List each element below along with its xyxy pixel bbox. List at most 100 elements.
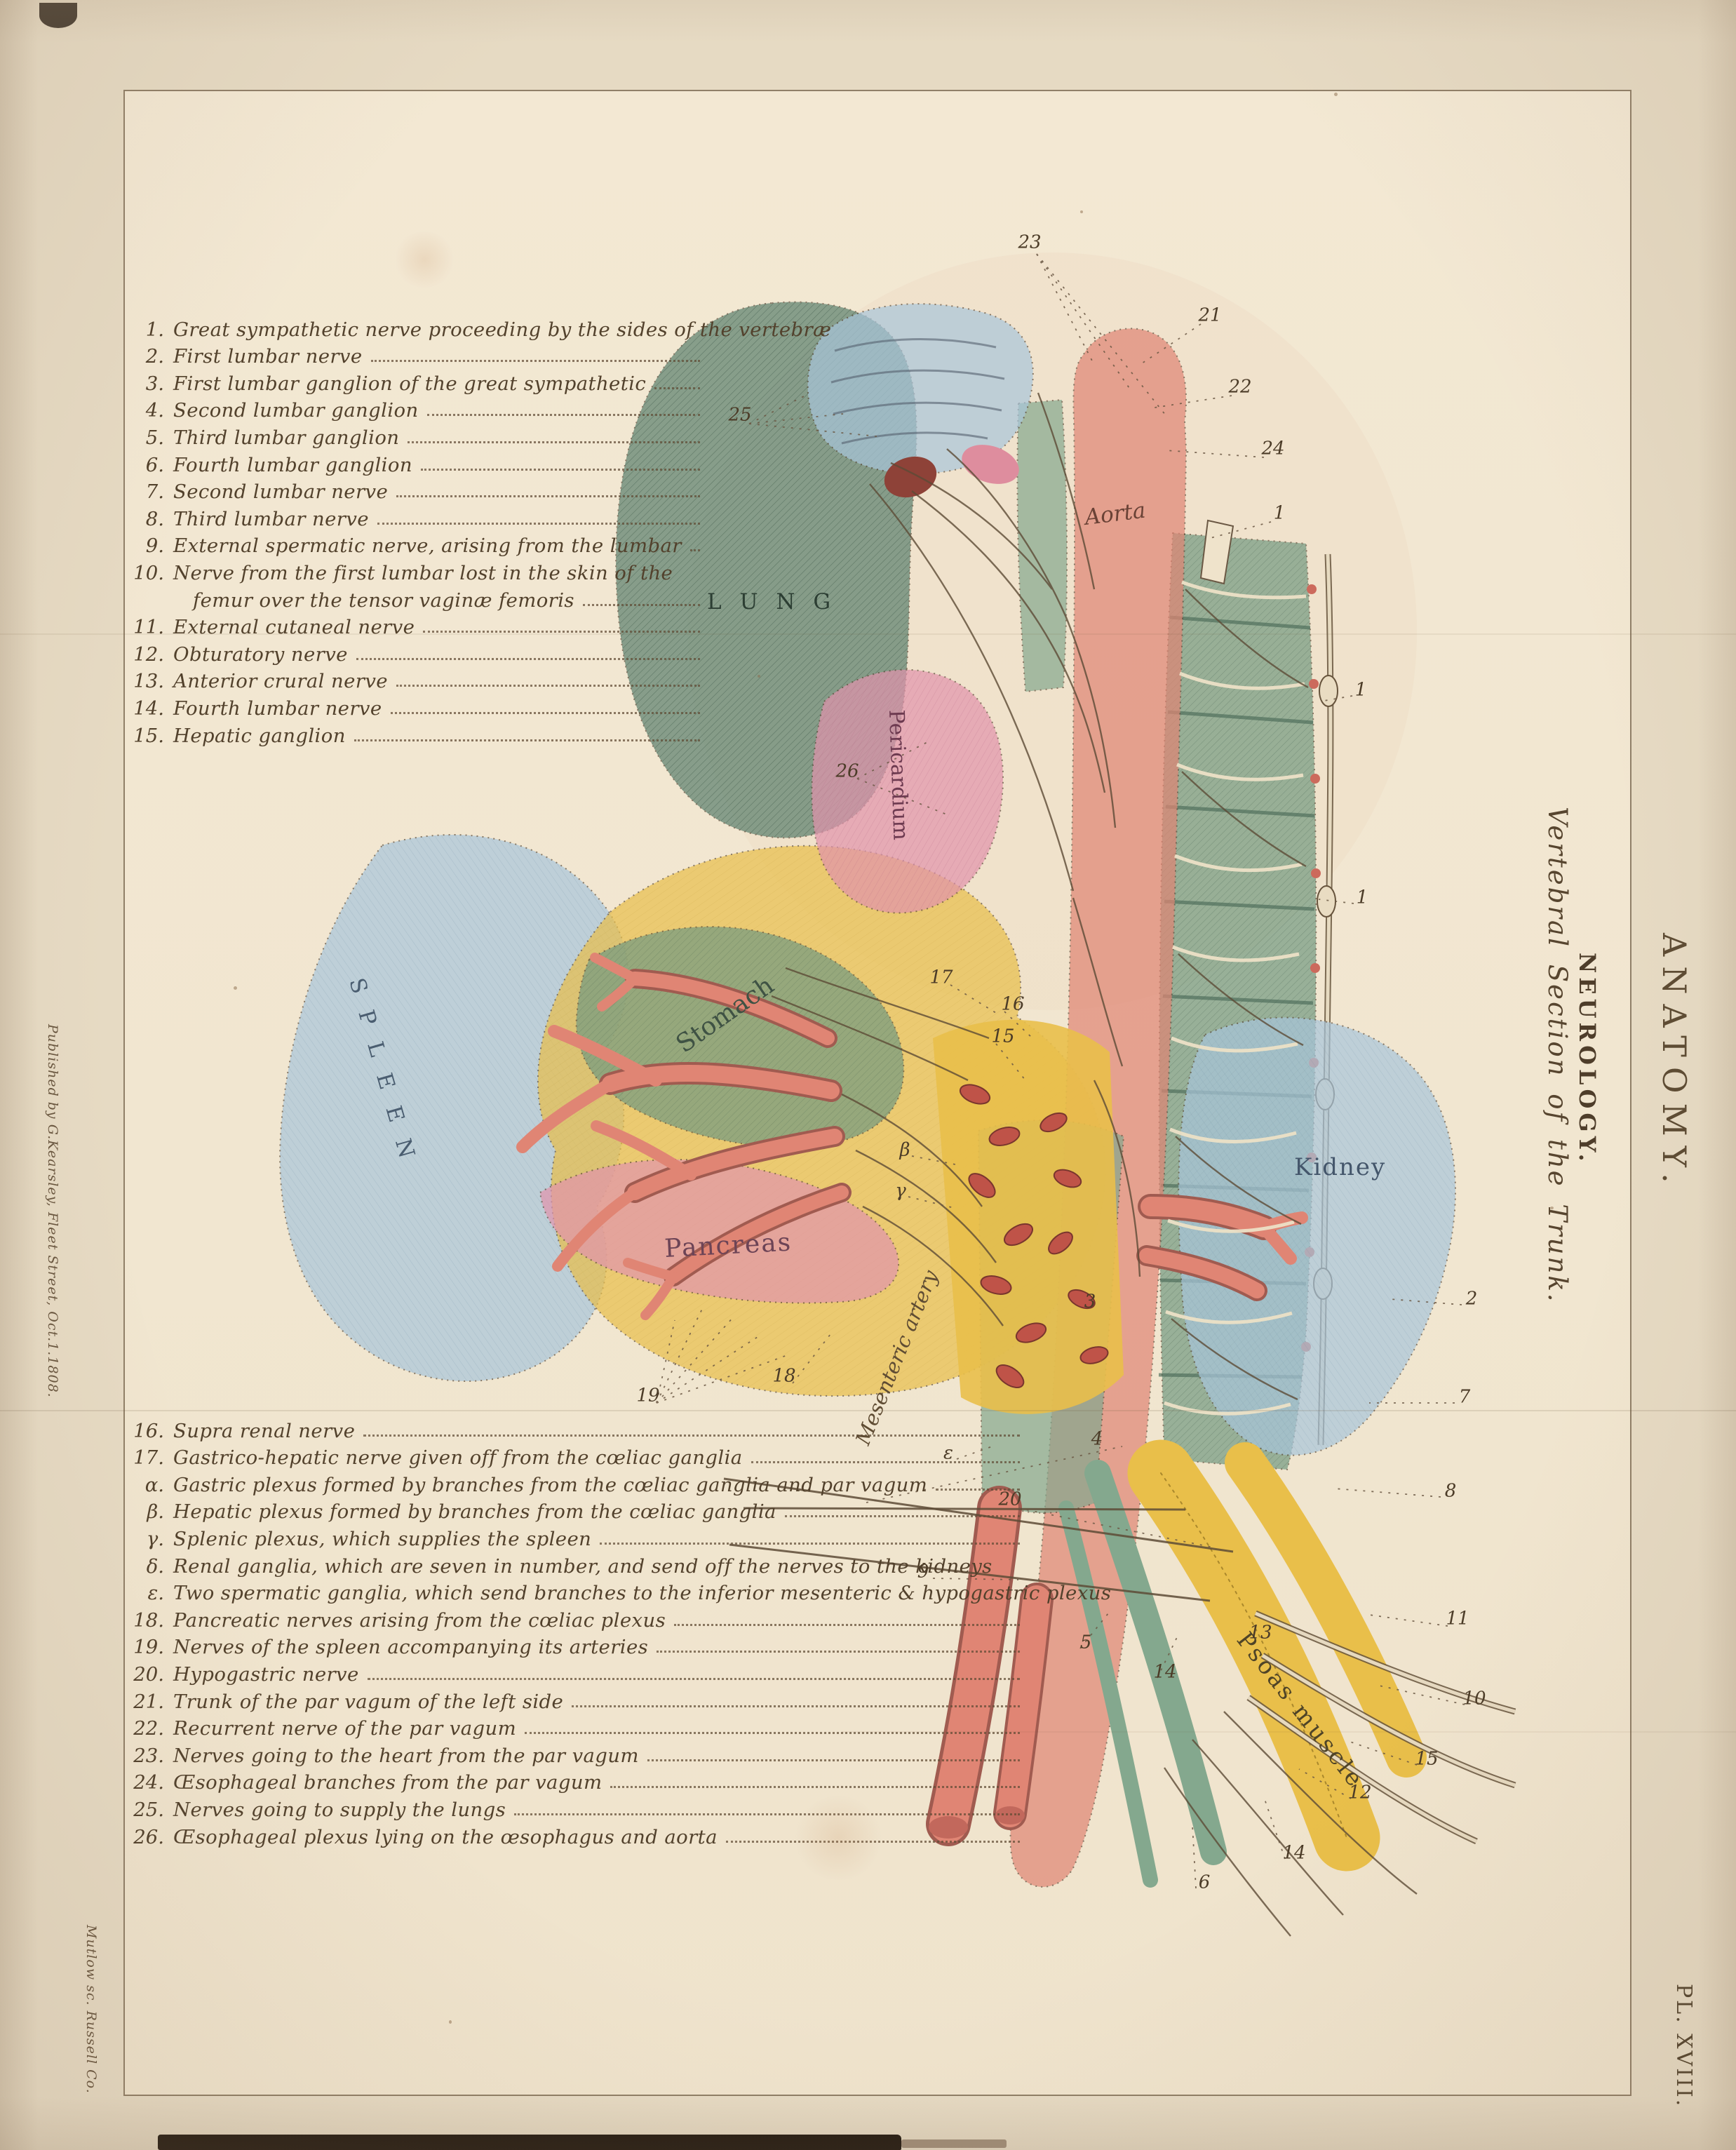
legend-dotted-leader <box>689 549 700 552</box>
legend-item: 6.Fourth lumbar ganglion <box>132 450 704 477</box>
coeliac-cluster <box>933 1019 1124 1414</box>
legend-item-number: 6. <box>145 453 164 476</box>
lung-label: L U N G <box>707 589 836 614</box>
legend-item-text: Third lumbar ganglion <box>173 426 400 449</box>
legend-item: δ. Renal ganglia, which are seven in numb… <box>132 1551 1024 1578</box>
legend-item: 24.Œsophageal branches from the par vagu… <box>132 1768 1024 1795</box>
legend-item-number: 25. <box>133 1798 164 1821</box>
legend-item-number: 21. <box>133 1690 164 1713</box>
legend-item-number: ε. <box>147 1582 165 1605</box>
legend-item: 23.Nerves going to the heart from the pa… <box>132 1740 1024 1768</box>
legend-item: α.Gastric plexus formed by branches from… <box>132 1470 1024 1497</box>
legend-item-text: Gastrico-hepatic nerve given off from th… <box>173 1446 743 1470</box>
legend-item-number: 11. <box>133 616 164 639</box>
legend-dotted-leader <box>367 1677 1020 1680</box>
legend-dotted-leader <box>657 1651 1020 1653</box>
nerve-web <box>1164 580 1309 1416</box>
legend-item-text: Hypogastric nerve <box>173 1662 359 1686</box>
legend-dotted-leader <box>751 1461 1020 1464</box>
legend-dotted-leader <box>377 522 700 525</box>
legend-dotted-leader <box>363 1434 1020 1437</box>
legend-item: 17. Gastrico-hepatic nerve given off from… <box>132 1443 1024 1470</box>
legend-item-number: 18. <box>133 1608 164 1632</box>
legend-item-number: 2. <box>145 345 164 368</box>
vagus-nerves <box>771 392 1141 1326</box>
legend-item-number: β. <box>147 1500 164 1524</box>
legend-item: 3.First lumbar ganglion of the great sym… <box>132 368 704 396</box>
legend-item: 8.Third lumbar nerve <box>132 504 704 531</box>
legend-top: 1.Great sympathetic nerve proceeding by … <box>132 314 831 748</box>
legend-item-text: First lumbar ganglion of the great sympa… <box>173 372 647 395</box>
legend-item-number: 7. <box>145 481 164 504</box>
legend-item-text: Two spermatic ganglia, which send branch… <box>173 1582 1112 1605</box>
legend-item-text: Splenic plexus, which supplies the splee… <box>173 1527 592 1550</box>
legend-item-text: Nerves of the spleen accompanying its ar… <box>173 1636 649 1659</box>
legend-item-text: Supra renal nerve <box>173 1419 356 1442</box>
legend-item-number: 9. <box>145 535 164 558</box>
legend-item-number: 8. <box>145 507 164 530</box>
legend-dotted-leader <box>390 711 700 714</box>
legend-dotted-leader <box>423 631 700 633</box>
legend-dotted-leader <box>572 1705 1020 1707</box>
legend-dotted-leader <box>647 1759 1020 1761</box>
legend-item: 9.External spermatic nerve, arising from… <box>132 531 704 558</box>
legend-item-text: Anterior crural nerve <box>173 670 388 693</box>
legend-item-text: Pancreatic nerves arising from the cœlia… <box>173 1608 666 1632</box>
engraver-credit: Mutlow sc. Russell Co. <box>83 1925 99 2094</box>
legend-item-number: 20. <box>133 1662 164 1686</box>
pericardium-label: Pericardium <box>884 709 913 840</box>
oesophagus-shape <box>1016 398 1068 693</box>
legend-item: 12.Obturatory nerve <box>132 639 704 666</box>
legend-item: femur over the tensor vaginæ femoris <box>132 585 704 612</box>
scan-corner-mark <box>39 3 77 28</box>
legend-item-number: δ. <box>146 1554 164 1578</box>
legend-dotted-leader <box>582 603 700 606</box>
legend-item-number: γ. <box>146 1527 164 1550</box>
legend-item: 21.Trunk of the par vagum of the left si… <box>132 1686 1024 1714</box>
psoas-shapes <box>1058 1439 1427 1888</box>
cut-vessels <box>926 1486 1054 1846</box>
kidney-shape <box>1178 1016 1456 1456</box>
legend-item-text: Hepatic plexus formed by branches from t… <box>173 1500 776 1524</box>
legend-item-number: 15. <box>133 724 164 747</box>
legend-item: 10. Nerve from the first lumbar lost in t… <box>132 558 704 585</box>
legend-item-number: 14. <box>133 697 164 720</box>
legend-item-number: 17. <box>133 1446 164 1470</box>
legend-dotted-leader <box>936 1488 1020 1491</box>
legend-item-text: Fourth lumbar nerve <box>173 697 382 720</box>
legend-dotted-leader <box>396 685 700 687</box>
legend-item: 13. Anterior crural nerve <box>132 666 704 694</box>
legend-dotted-leader <box>725 1840 1020 1843</box>
legend-item-number: 13. <box>133 670 164 693</box>
legend-item: 7.Second lumbar nerve <box>132 477 704 504</box>
legend-dotted-leader <box>354 739 700 741</box>
plate-border <box>123 90 1631 2096</box>
legend-item: 1.Great sympathetic nerve proceeding by … <box>132 314 831 342</box>
legend-dotted-leader <box>525 1732 1020 1735</box>
legend-item-text: Hepatic ganglion <box>173 724 346 747</box>
legend-item: 20. Hypogastric nerve <box>132 1659 1024 1686</box>
spleen-shape <box>279 834 629 1383</box>
legend-item-text: femur over the tensor vaginæ femoris <box>193 589 574 612</box>
legend-dotted-leader <box>784 1515 1020 1518</box>
legend-item: 18. Pancreatic nerves arising from the cœ… <box>132 1605 1024 1632</box>
legend-item-number: 26. <box>133 1825 164 1848</box>
legend-item-text: Obturatory nerve <box>173 643 348 666</box>
legend-item-text: Renal ganglia, which are seven in number… <box>173 1554 993 1578</box>
legend-item-text: Nerve from the first lumbar lost in the … <box>173 561 673 584</box>
lumbar-nerve-fan <box>1164 1610 1516 1937</box>
publisher-imprint: Published by G.Kearsley, Fleet Street, O… <box>45 1024 60 1398</box>
legend-item-text: Second lumbar ganglion <box>173 399 419 422</box>
legend-item-number: 10. <box>133 561 164 584</box>
legend-dotted-leader <box>654 387 700 389</box>
kidney-label: Kidney <box>1294 1153 1386 1181</box>
legend-dotted-leader <box>370 360 700 363</box>
legend-dotted-leader <box>600 1542 1020 1545</box>
legend-item-text: First lumbar nerve <box>173 345 363 368</box>
subtitle-script: Vertebral Section of the Trunk. <box>1542 807 1573 1304</box>
scan-edge-strip <box>901 2139 1007 2148</box>
legend-item-text: Great sympathetic nerve proceeding by th… <box>173 318 832 341</box>
